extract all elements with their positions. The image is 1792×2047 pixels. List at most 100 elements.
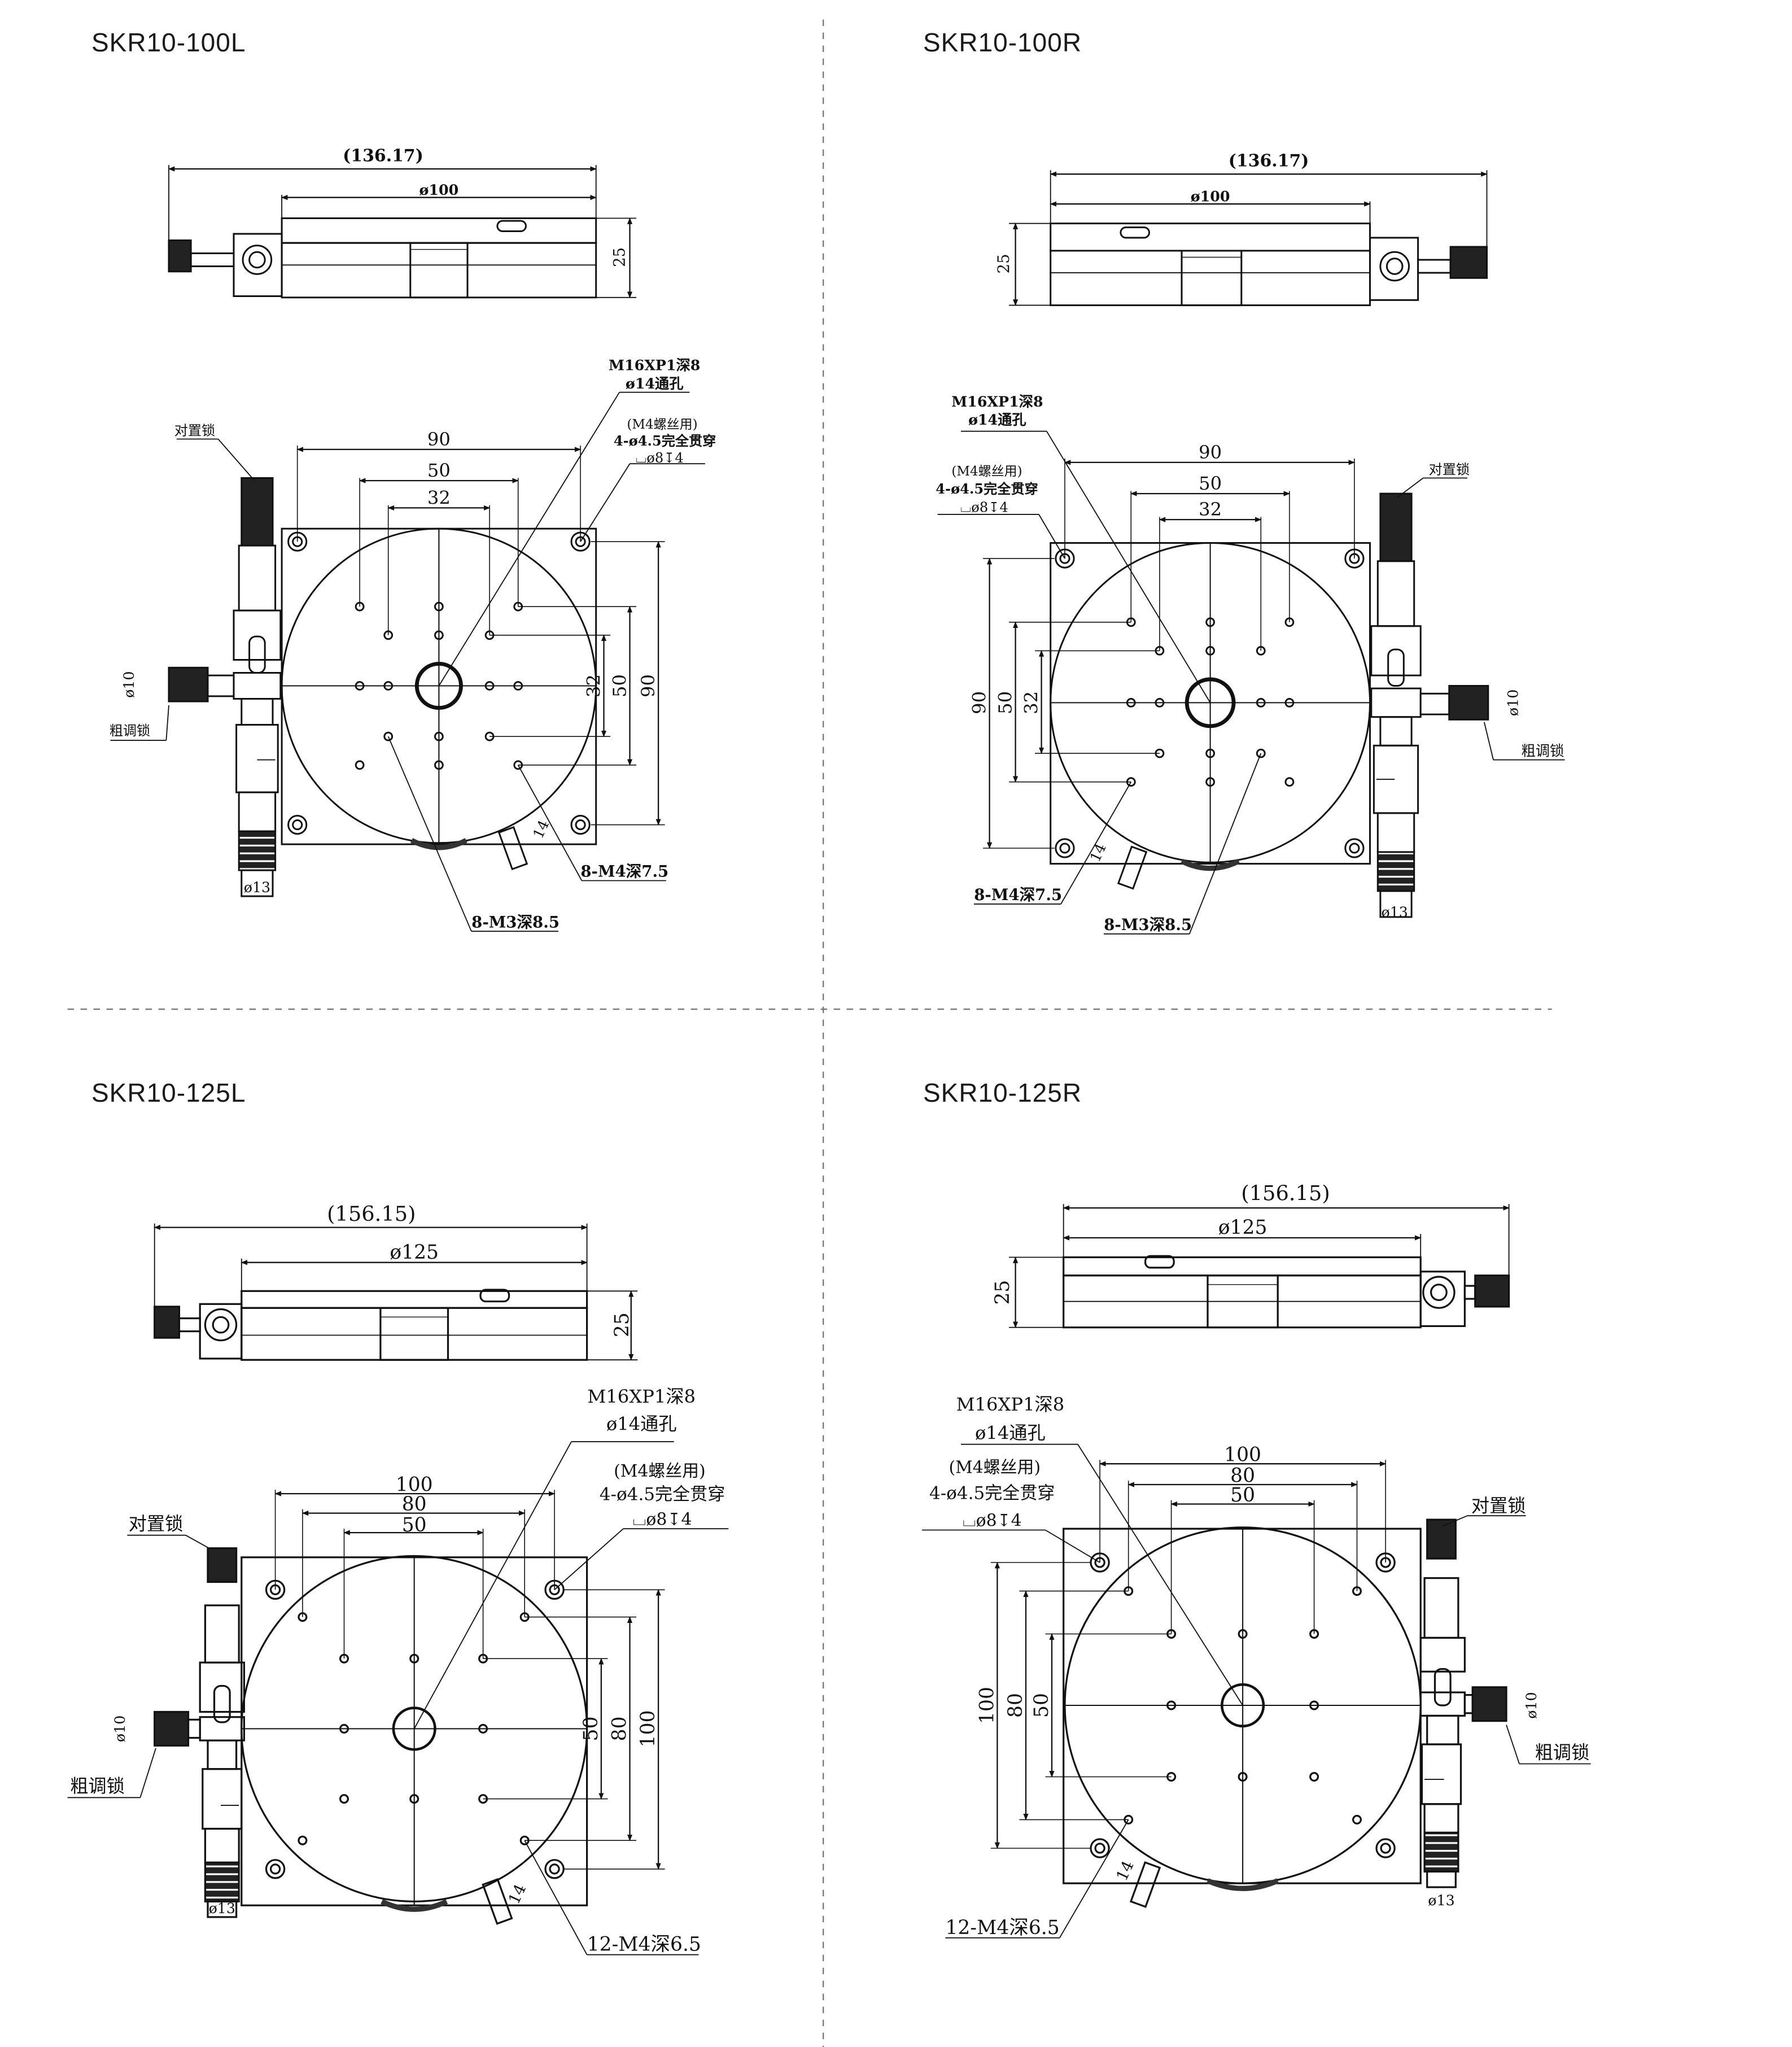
dim-v3: 100 — [637, 1710, 659, 1747]
callout-through: ø14通孔 — [606, 1413, 677, 1434]
dia-knob: ø10 — [1523, 1692, 1540, 1718]
label-coarse: 粗调锁 — [1521, 743, 1564, 760]
callout-cbore: ⌴ø8↧4 — [963, 1511, 1022, 1531]
dim-overall: (136.17) — [1229, 151, 1309, 171]
callout-thread: M16XP1深8 — [609, 357, 700, 374]
panel-title: SKR10-100L — [91, 28, 246, 57]
dim-diameter: ø100 — [419, 181, 459, 198]
dia-micrometer: ø13 — [1381, 904, 1408, 920]
side-view — [1009, 170, 1488, 307]
dim-v1: 100 — [976, 1687, 999, 1724]
side-view — [154, 1223, 638, 1361]
dim-diameter: ø125 — [1218, 1216, 1267, 1239]
callout-through: ø14通孔 — [626, 375, 684, 392]
dim-diameter: ø100 — [1191, 188, 1230, 205]
dim-height: 25 — [991, 1280, 1014, 1305]
label-coarse: 粗调锁 — [1535, 1742, 1590, 1763]
callout-cbore: ⌴ø8↧4 — [960, 499, 1008, 515]
dia-knob: ø10 — [1505, 689, 1522, 716]
dim-handle: 14 — [505, 1881, 530, 1907]
callout-m4-use: (M4螺丝用) — [627, 417, 697, 432]
dia-knob: ø10 — [121, 671, 137, 697]
callout-thread: M16XP1深8 — [951, 393, 1043, 410]
dim-height: 25 — [610, 247, 628, 267]
dim-v2: 80 — [1004, 1693, 1027, 1718]
dim-v2: 80 — [609, 1716, 631, 1741]
dim-handle: 14 — [1112, 1858, 1138, 1884]
dim-v1: 50 — [580, 1716, 602, 1741]
holes-b: 8-M3深8.5 — [1104, 915, 1192, 934]
mounting-holes — [1126, 617, 1295, 787]
callout-through: ø14通孔 — [975, 1422, 1046, 1444]
callout-cbore: ⌴ø8↧4 — [636, 450, 684, 466]
callout-m4-use: (M4螺丝用) — [949, 1457, 1041, 1477]
dim-overall: (156.15) — [1241, 1181, 1330, 1205]
callout-holes: 4-ø4.5完全贯穿 — [614, 433, 716, 449]
callout-holes: 4-ø4.5完全贯穿 — [929, 1483, 1055, 1503]
label-lock: 对置锁 — [129, 1513, 183, 1535]
dim-h1: 100 — [396, 1474, 433, 1496]
label-lock: 对置锁 — [174, 423, 215, 439]
panel-skr10-125r-labels: (156.15) ø125 25 100 80 50 100 80 50 M16… — [929, 1181, 1589, 1939]
panel-skr10-125r — [921, 1204, 1591, 1939]
panel-skr10-100l — [110, 165, 705, 932]
panel-skr10-100l-labels: (136.17) ø100 25 90 50 32 32 50 90 M16XP… — [110, 146, 716, 931]
dim-h2: 50 — [1199, 473, 1222, 494]
micrometer — [154, 1547, 246, 1918]
holes-b: 8-M3深8.5 — [471, 913, 560, 931]
panel-skr10-100r — [937, 170, 1565, 935]
dim-v2: 50 — [995, 691, 1016, 714]
micrometer — [1370, 492, 1489, 918]
dim-h2: 80 — [1230, 1464, 1255, 1487]
label-coarse: 粗调锁 — [110, 723, 150, 739]
dia-micrometer: ø13 — [244, 879, 270, 896]
dim-v1: 32 — [583, 674, 605, 697]
dim-h3: 32 — [1199, 499, 1222, 520]
micrometer — [1419, 1518, 1507, 1888]
dim-v3: 50 — [1030, 1693, 1053, 1718]
panel-title: SKR10-125L — [91, 1078, 246, 1107]
dim-diameter: ø125 — [390, 1241, 439, 1264]
top-view — [67, 1441, 729, 1956]
micrometer — [168, 477, 282, 897]
label-coarse: 粗调锁 — [70, 1775, 125, 1797]
panel-skr10-125l-labels: (156.15) ø125 25 100 80 50 50 80 100 M16… — [70, 1202, 725, 1956]
top-view — [110, 391, 705, 932]
side-view — [168, 165, 636, 299]
callout-thread: M16XP1深8 — [956, 1394, 1065, 1415]
dim-overall: (136.17) — [343, 146, 423, 165]
dim-h3: 50 — [402, 1514, 427, 1537]
label-lock: 对置锁 — [1471, 1495, 1526, 1516]
dim-v2: 50 — [609, 674, 631, 697]
mounting-holes — [1124, 1586, 1362, 1825]
holes-a: 8-M4深7.5 — [580, 862, 668, 881]
dia-micrometer: ø13 — [209, 1900, 235, 1917]
label-lock: 对置锁 — [1429, 462, 1470, 478]
dia-micrometer: ø13 — [1428, 1892, 1454, 1909]
dim-h1: 100 — [1224, 1444, 1261, 1466]
dim-overall: (156.15) — [327, 1202, 416, 1226]
top-view — [921, 1443, 1591, 1939]
dim-h2: 50 — [427, 460, 451, 481]
callout-through: ø14通孔 — [968, 411, 1026, 428]
dim-h3: 50 — [1230, 1484, 1255, 1507]
dia-knob: ø10 — [112, 1716, 128, 1742]
dim-h1: 90 — [1199, 442, 1222, 463]
panel-skr10-100r-labels: (136.17) ø100 25 90 50 32 90 50 32 M16XP… — [936, 151, 1564, 934]
dim-v1: 90 — [969, 691, 990, 714]
dim-height: 25 — [611, 1312, 633, 1337]
holes-a: 12-M4深6.5 — [945, 1917, 1059, 1939]
dim-h1: 90 — [427, 429, 451, 450]
dim-h3: 32 — [427, 487, 451, 509]
callout-m4-use: (M4螺丝用) — [614, 1461, 706, 1481]
callout-holes: 4-ø4.5完全贯穿 — [936, 481, 1038, 497]
callout-cbore: ⌴ø8↧4 — [633, 1509, 692, 1529]
callout-thread: M16XP1深8 — [587, 1386, 696, 1407]
panel-skr10-125l — [67, 1223, 729, 1956]
callout-holes: 4-ø4.5完全贯穿 — [600, 1485, 725, 1505]
holes-a: 12-M4深6.5 — [587, 1933, 701, 1956]
side-view — [1009, 1204, 1510, 1329]
panel-title: SKR10-100R — [923, 28, 1082, 57]
callout-m4-use: (M4螺丝用) — [951, 464, 1022, 479]
dim-height: 25 — [994, 254, 1013, 273]
